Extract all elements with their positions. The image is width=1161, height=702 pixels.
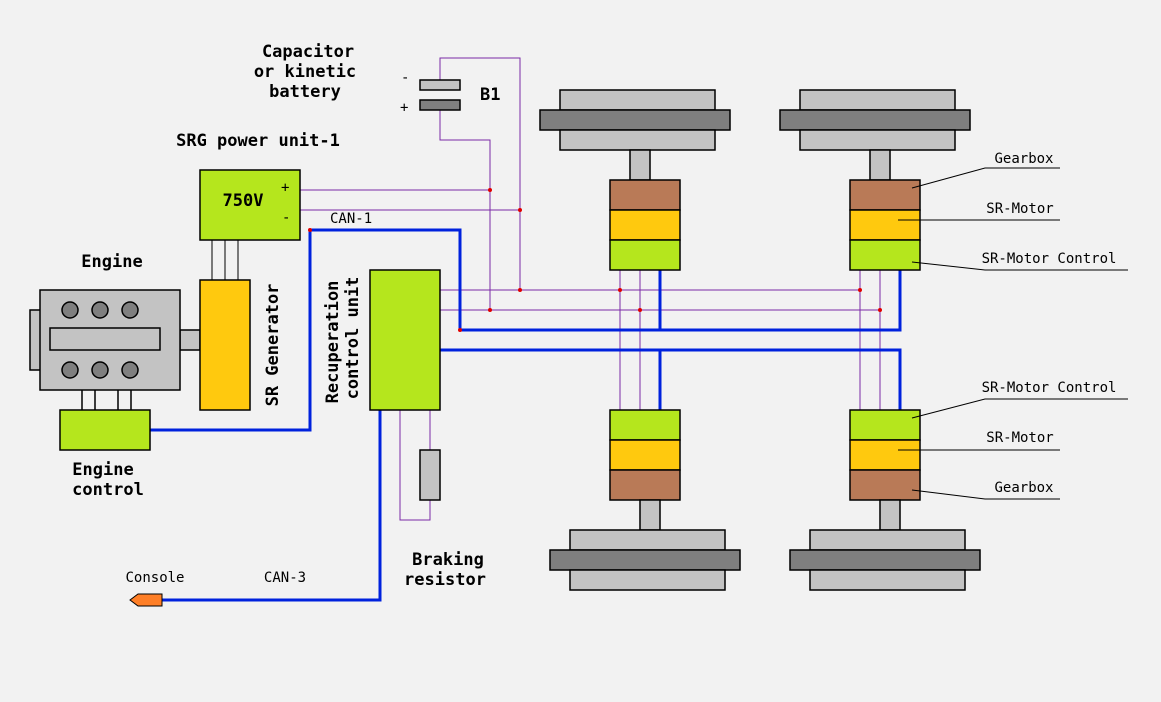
srg-minus-terminal: - bbox=[282, 210, 290, 226]
console-label: Console bbox=[125, 570, 184, 586]
sr-motor-control-top-label: SR-Motor Control bbox=[982, 251, 1117, 267]
can3-label: CAN-3 bbox=[264, 570, 306, 586]
engine bbox=[29, 289, 201, 410]
engine-control-label-line1: Engine bbox=[72, 460, 133, 480]
wheel-unit-top-left bbox=[539, 89, 731, 271]
capacitor-label-line3: battery bbox=[269, 82, 341, 102]
gearbox-block bbox=[609, 179, 681, 211]
recuperation-label-line2: control unit bbox=[343, 277, 363, 400]
gearbox-block bbox=[849, 469, 921, 501]
wheel-unit-bottom-left bbox=[549, 409, 741, 591]
sr-motor-bottom-label: SR-Motor bbox=[986, 430, 1053, 446]
sr-motor-control-block bbox=[849, 239, 921, 271]
sr-motor-top-label: SR-Motor bbox=[986, 201, 1053, 217]
srg-power-unit-box bbox=[199, 169, 301, 241]
gearbox-block bbox=[849, 179, 921, 211]
sr-motor-control-block bbox=[609, 409, 681, 441]
can1-label: CAN-1 bbox=[330, 211, 372, 227]
wheel-unit-bottom-right bbox=[789, 409, 981, 591]
sr-generator-box bbox=[199, 279, 251, 411]
gearbox-bottom-label: Gearbox bbox=[994, 480, 1053, 496]
wheel-unit-top-right bbox=[779, 89, 971, 271]
junction-dots bbox=[308, 188, 882, 332]
capacitor-label-line1: Capacitor bbox=[262, 42, 354, 62]
engine-cylinders bbox=[61, 301, 139, 379]
sr-motor-block bbox=[609, 439, 681, 471]
sr-motor-block bbox=[849, 209, 921, 241]
recuperation-control-unit-box bbox=[369, 269, 441, 411]
braking-label-line1: Braking bbox=[412, 550, 484, 570]
capacitor-plus-sign: + bbox=[400, 100, 408, 116]
gearbox-block bbox=[609, 469, 681, 501]
capacitor-b1: - + B1 bbox=[400, 70, 500, 116]
capacitor-label-line2: or kinetic bbox=[254, 62, 356, 82]
sr-generator-label: SR Generator bbox=[263, 284, 283, 407]
sr-motor-control-bottom-label: SR-Motor Control bbox=[982, 380, 1117, 396]
capacitor-minus-sign: - bbox=[401, 70, 409, 86]
srg-plus-terminal: + bbox=[281, 180, 289, 196]
sr-motor-block bbox=[849, 439, 921, 471]
engine-shaft bbox=[179, 329, 201, 351]
recuperation-label-line1: Recuperation bbox=[323, 281, 343, 404]
engine-control-box bbox=[59, 409, 151, 451]
engine-control-label-line2: control bbox=[72, 480, 144, 500]
sr-motor-block bbox=[609, 209, 681, 241]
sr-motor-control-block bbox=[849, 409, 921, 441]
capacitor-designator: B1 bbox=[480, 85, 500, 105]
sr-motor-control-block bbox=[609, 239, 681, 271]
capacitor-plate-negative bbox=[419, 79, 461, 91]
engine-head bbox=[49, 327, 161, 351]
callout-leaders bbox=[898, 167, 1128, 500]
gearbox-top-label: Gearbox bbox=[994, 151, 1053, 167]
braking-label-line2: resistor bbox=[404, 570, 486, 590]
engine-label: Engine bbox=[81, 252, 142, 272]
capacitor-plate-positive bbox=[419, 99, 461, 111]
srg-power-unit: 750V + - bbox=[199, 169, 301, 241]
console-connector-icon bbox=[129, 593, 163, 607]
srg-voltage: 750V bbox=[223, 191, 264, 211]
srg-power-unit-label: SRG power unit-1 bbox=[176, 131, 340, 151]
braking-resistor bbox=[419, 449, 441, 501]
